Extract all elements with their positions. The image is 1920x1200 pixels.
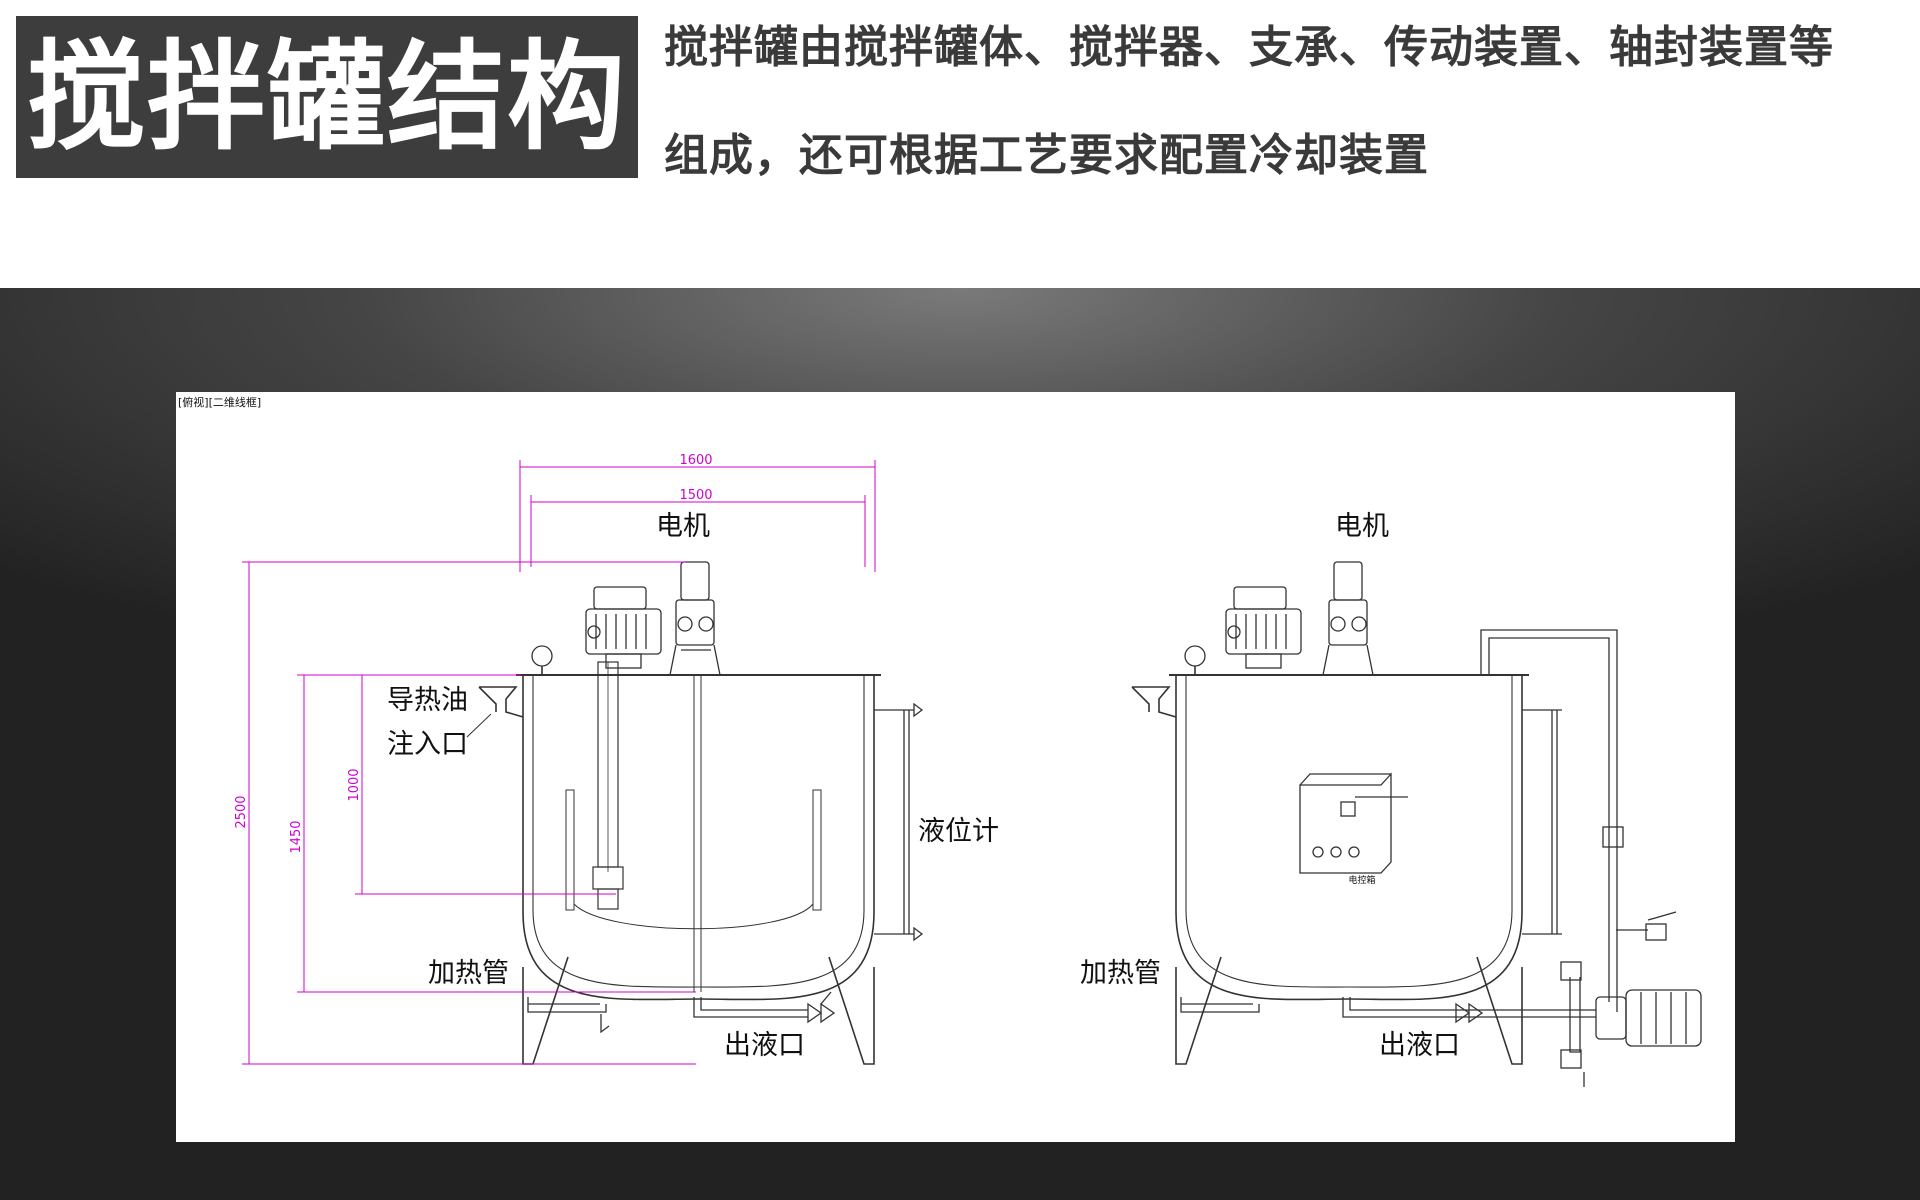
left-oil-inlet-funnel (478, 686, 524, 718)
dim-height-body: 1450 (289, 820, 304, 853)
right-tank-outer (1175, 674, 1523, 1001)
dim-width-outer: 1600 (679, 453, 712, 468)
dim-height-total: 2500 (234, 795, 249, 828)
right-motor-label: 电机 (1335, 511, 1389, 542)
dimension-lines (242, 460, 876, 1065)
mixing-tank-drawing: [俯视][二维线框] (178, 395, 1702, 1087)
left-tank-outer (522, 674, 875, 1001)
dim-width-inner: 1500 (679, 488, 712, 503)
cad-drawing-panel: [俯视][二维线框] (176, 392, 1735, 1142)
left-oil-inlet-label-1: 导热油 (387, 685, 468, 716)
left-outlet-label: 出液口 (724, 1030, 805, 1061)
left-heating-pipe-label: 加热管 (428, 958, 509, 989)
right-motor-1 (1225, 586, 1302, 669)
page-title: 搅拌罐结构 (26, 28, 627, 166)
dim-height-inner: 1000 (347, 768, 362, 801)
left-level-gauge-label: 液位计 (918, 816, 999, 847)
left-level-gauge (874, 702, 924, 942)
description-line-2: 组成，还可根据工艺要求配置冷却装置 (664, 130, 1429, 181)
left-tank-inner (532, 675, 865, 988)
left-motor-1 (585, 586, 662, 669)
left-heating-pipe (527, 997, 607, 1013)
left-view (478, 561, 924, 1065)
left-motor-2 (669, 561, 721, 676)
right-control-box (1299, 772, 1408, 874)
right-outlet-label: 出液口 (1379, 1030, 1460, 1061)
right-pump (1595, 989, 1702, 1047)
left-outlet-pipe (693, 997, 808, 1018)
left-oil-inlet-label-2: 注入口 (387, 729, 468, 760)
right-view (1131, 561, 1702, 1087)
title-banner: 搅拌罐结构 (16, 16, 638, 178)
cad-corner-tag: [俯视][二维线框] (178, 395, 261, 409)
right-control-box-label: 电控箱 (1348, 874, 1375, 886)
right-recirculation-pipe (1480, 629, 1677, 1012)
description-line-1: 搅拌罐由搅拌罐体、搅拌器、支承、传动装置、轴封装置等 (664, 22, 1834, 73)
right-motor-2 (1322, 561, 1374, 676)
right-heating-pipe-label: 加热管 (1080, 958, 1161, 989)
left-motor-label: 电机 (656, 511, 710, 542)
right-outlet-pipe (1342, 997, 1596, 1018)
